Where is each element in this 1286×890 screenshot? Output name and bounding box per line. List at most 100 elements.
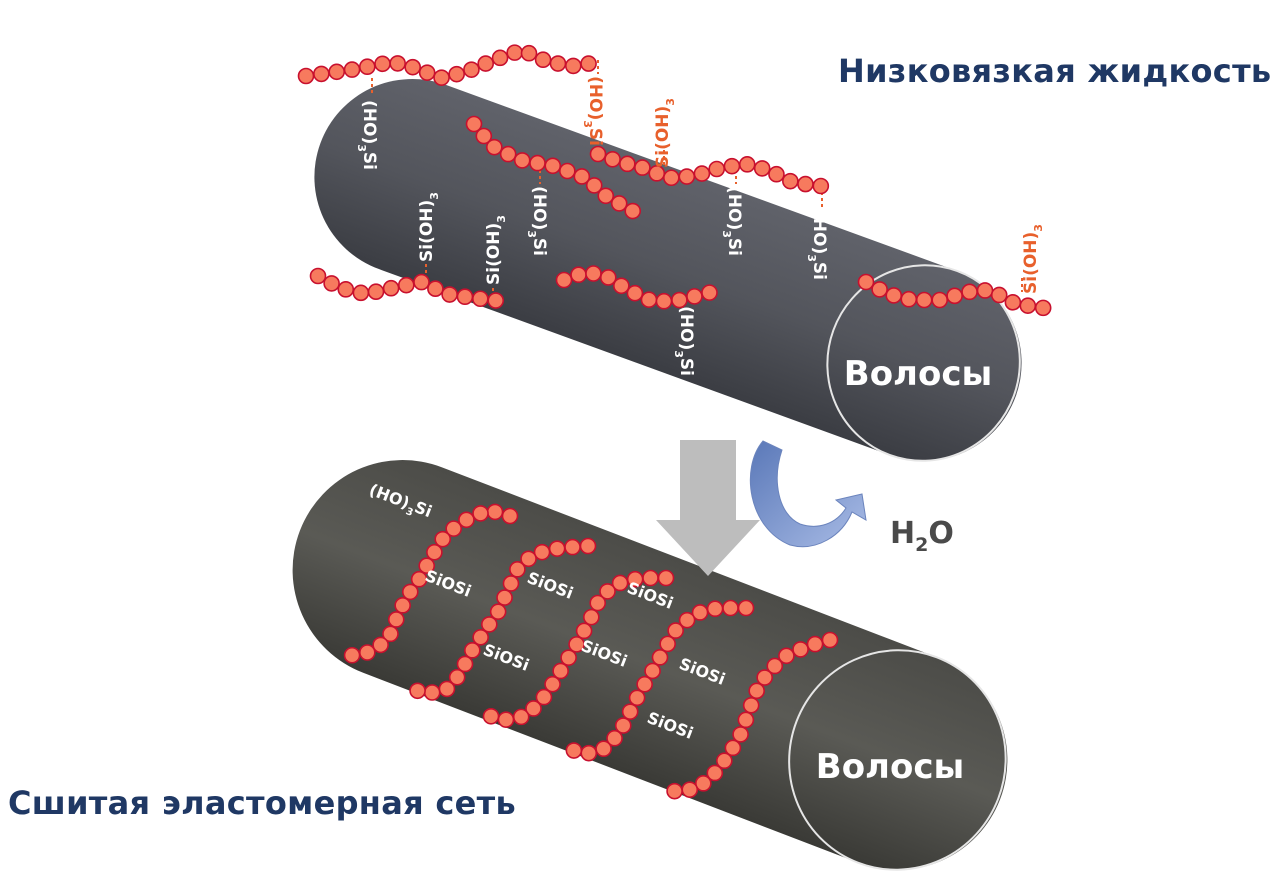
polymer-bead [573, 168, 591, 185]
polymer-bead [565, 742, 583, 759]
polymer-bead [636, 675, 653, 693]
polymer-bead [599, 583, 616, 600]
polymer-bead [706, 764, 724, 782]
polymer-bead [681, 781, 699, 798]
polymer-bead [426, 543, 443, 561]
polymer-bead [931, 291, 949, 309]
polymer-bead [606, 729, 623, 747]
polymer-bead [624, 202, 642, 220]
polymer-bead [570, 266, 587, 284]
polymer-bead [456, 288, 474, 306]
polymer-bead [915, 291, 933, 309]
polymer-bead [626, 570, 644, 588]
polymer-bead [742, 696, 760, 714]
polymer-bead [343, 61, 361, 78]
polymer-bead [441, 286, 458, 303]
polymer-bead [389, 55, 406, 72]
polymer-bead [812, 177, 830, 195]
polymer-bead [671, 291, 688, 309]
polymer-bead [413, 273, 430, 291]
silanol-label: (HO)3Si [525, 186, 549, 256]
polymer-bead [499, 145, 517, 163]
silanol-label: Si(OH)3 [484, 215, 508, 285]
polymer-bead [448, 65, 465, 83]
curved-arrow [749, 440, 867, 548]
polymer-bead [438, 680, 456, 698]
polymer-bead [434, 530, 452, 548]
polymer-bead [961, 283, 978, 301]
polymer-bead [724, 739, 742, 757]
polymer-bead [323, 275, 340, 292]
polymer-bead [990, 286, 1008, 304]
polymer-bead [555, 271, 573, 289]
polymer-bead [737, 711, 755, 729]
polymer-bead [497, 711, 515, 728]
polymer-bead [686, 288, 703, 305]
polymer-bead [533, 543, 551, 561]
polymer-bead [534, 51, 552, 69]
polymer-bead [564, 57, 582, 75]
silanol-label: (HO)3Si [355, 100, 379, 170]
polymer-bead [472, 505, 489, 522]
polymer-bead [520, 44, 538, 62]
polymer-bead [693, 165, 711, 182]
polymer-bead [585, 177, 603, 194]
polymer-bead [766, 657, 784, 675]
polymer-bead [418, 64, 436, 81]
silanol-label-orange: Si(OH)3 [653, 98, 677, 168]
polymer-bead [501, 507, 519, 525]
silanol-label-orange: Si(OH)3 [1021, 224, 1045, 294]
polymer-bead [626, 284, 644, 302]
silanol-label: Si(OH)3 [417, 192, 441, 262]
polymer-bead [1004, 294, 1022, 311]
polymer-bead [708, 160, 726, 178]
polymer-bead [585, 265, 602, 282]
polymer-bead [716, 752, 733, 770]
polymer-bead [695, 775, 712, 792]
polymer-bead [621, 703, 639, 720]
polymer-bead [666, 782, 683, 800]
polymer-bead [309, 267, 327, 285]
polymer-bead [564, 538, 581, 556]
polymer-bead [797, 175, 814, 193]
polymer-bead [463, 61, 480, 78]
polymer-bead [352, 284, 370, 302]
polymer-bead [614, 717, 632, 734]
polymer-bead [722, 599, 739, 617]
polymer-bead [297, 67, 315, 85]
polymer-bead [358, 58, 376, 76]
hair-bottom-end-cap [788, 649, 1007, 871]
polymer-bead [372, 636, 389, 654]
polymer-bead [580, 744, 598, 762]
polymer-bead [644, 662, 661, 680]
hair-top-body [314, 78, 1022, 462]
polymer-bead [475, 127, 493, 145]
polymer-bead [525, 700, 542, 717]
polymer-bead [433, 69, 450, 86]
polymer-bead [445, 520, 462, 537]
polymer-bead [394, 597, 411, 614]
polymer-bead [374, 55, 391, 73]
polymer-bead [472, 628, 489, 646]
polymer-bead [613, 277, 630, 295]
polymer-bead [589, 594, 607, 612]
polymer-bead [732, 726, 749, 743]
polymer-bead [678, 611, 696, 629]
polymer-bead [580, 55, 597, 72]
polymer-bead [535, 688, 553, 706]
polymer-bead [328, 63, 346, 81]
polymer-bead [595, 740, 612, 758]
polymer-bead [778, 647, 795, 665]
polymer-bead [404, 58, 422, 76]
polymer-bead [512, 708, 530, 726]
polymer-bead [976, 282, 994, 299]
polymer-bead [529, 154, 546, 172]
polymer-bead [871, 281, 888, 298]
reaction-arrow-icon [656, 440, 760, 576]
polymer-bead [640, 291, 658, 308]
polymer-bead [792, 641, 809, 658]
polymer-bead [502, 575, 520, 592]
polymer-bead [496, 589, 513, 606]
polymer-bead [477, 55, 494, 72]
